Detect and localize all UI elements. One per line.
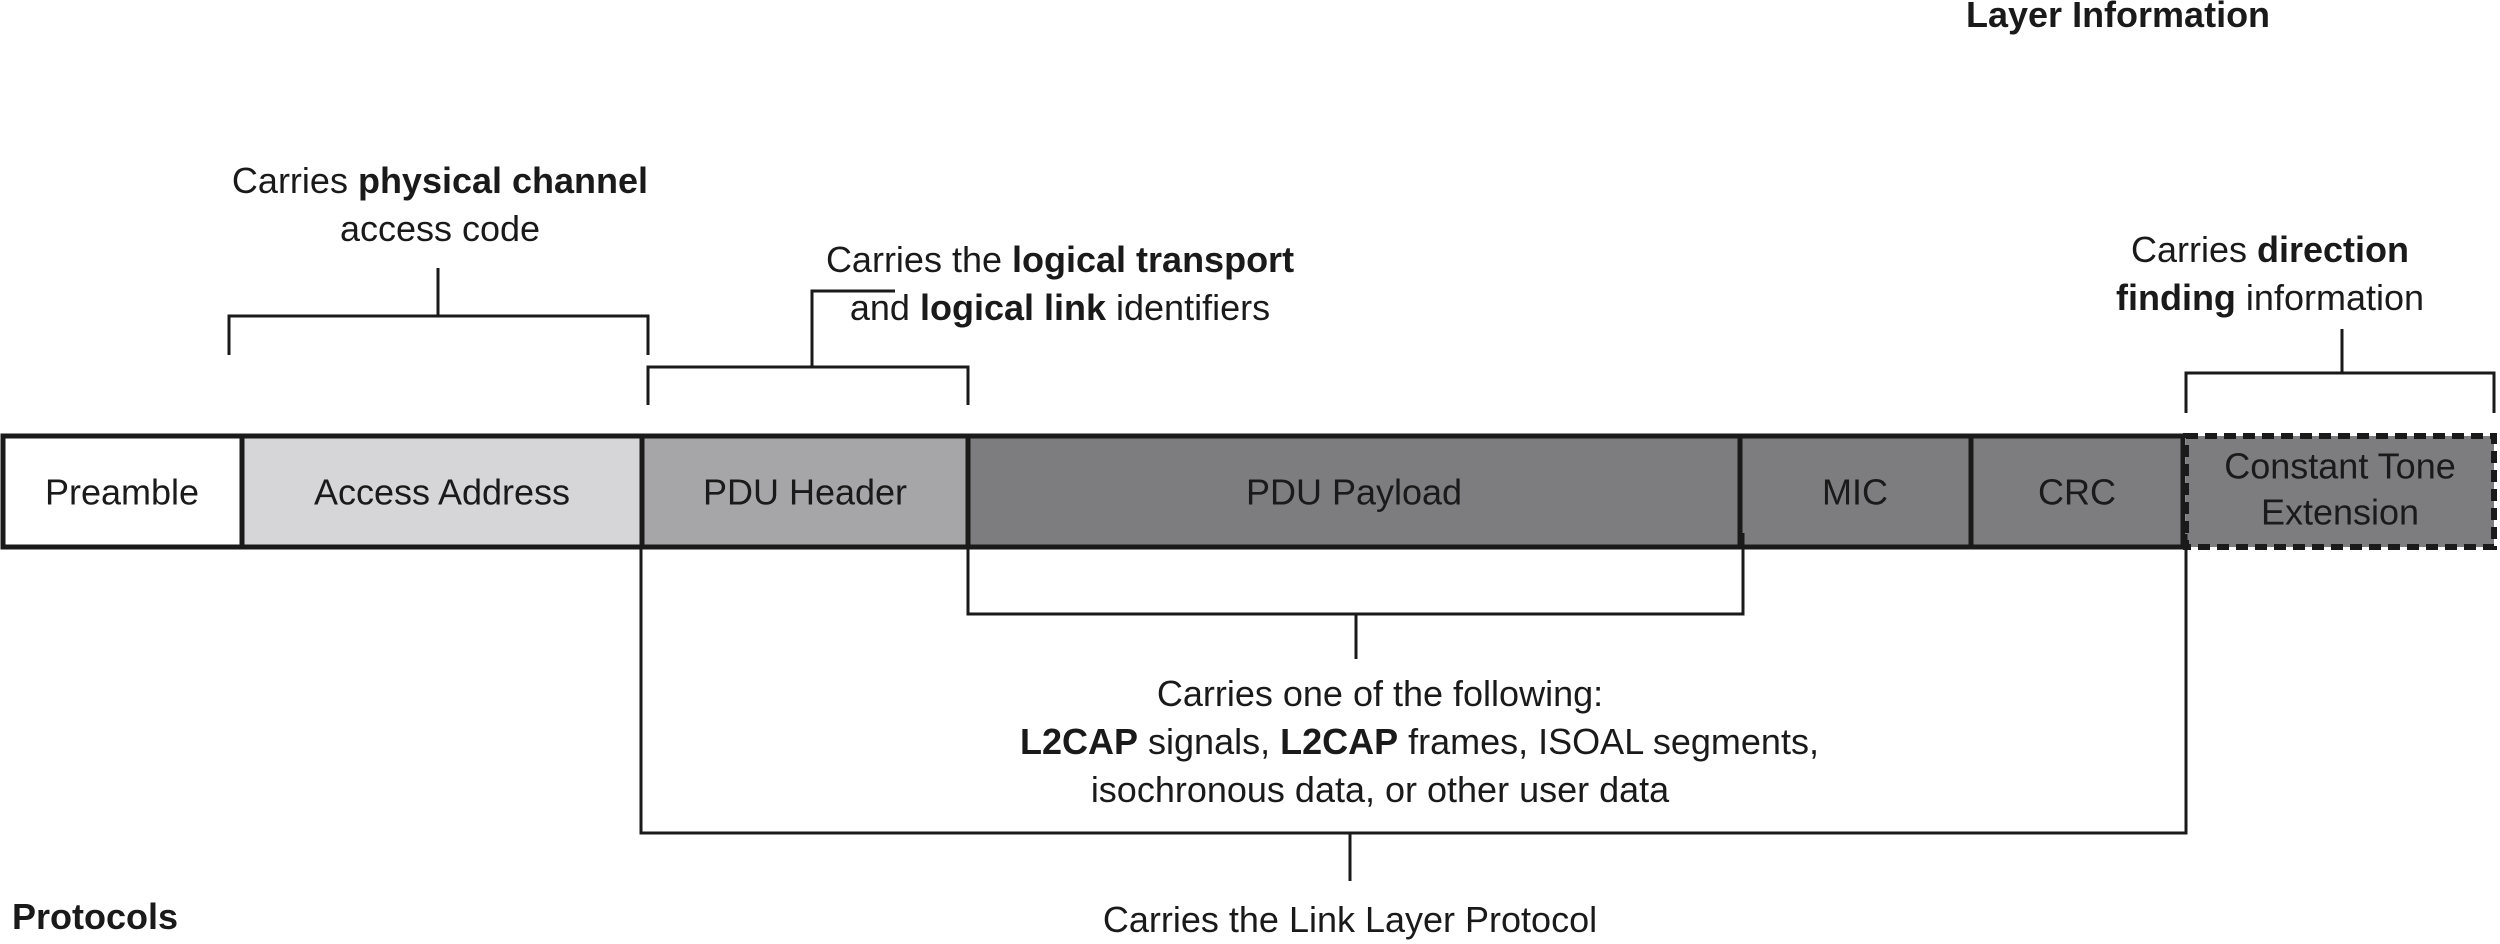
brackets	[227, 268, 2496, 881]
field-access-address-label: Access Address	[314, 472, 570, 513]
annotation-direction-finding-line1: Carries direction	[2130, 229, 2410, 270]
field-cte-label-line1: Constant Tone	[2224, 446, 2456, 487]
heading-protocols: Protocols	[12, 896, 179, 937]
field-crc-box	[1968, 433, 2186, 550]
annotation-payload: Carries one of the following: L2CAP sign…	[1020, 670, 1819, 814]
annotation-logical-transport-line1: Carries the logical transport	[825, 239, 1295, 280]
annotation-direction-finding-line2: finding information	[2115, 277, 2425, 318]
annotation-payload-line2: L2CAP signals, L2CAP frames, ISOAL segme…	[1020, 721, 1819, 762]
field-pdu-payload-box	[965, 433, 1743, 550]
annotation-physical-channel-line1: Carries physical channel	[231, 160, 649, 201]
bracket-direction-finding	[2184, 329, 2496, 413]
field-crc-label: CRC	[2038, 472, 2116, 513]
annotation-physical-channel: Carries physical channel access code	[140, 157, 740, 253]
field-preamble-box	[0, 433, 245, 550]
field-mic-label: MIC	[1822, 472, 1888, 513]
bracket-link-layer	[639, 534, 2188, 881]
field-cte-box	[2183, 433, 2497, 550]
field-mic-box	[1737, 433, 1974, 550]
annotation-payload-line1: Carries one of the following:	[1156, 673, 1604, 714]
annotation-link-layer: Carries the Link Layer Protocol	[1102, 899, 1598, 940]
field-access-address-box	[239, 433, 645, 550]
field-pdu-header-label: PDU Header	[703, 472, 907, 513]
annotation-direction-finding: Carries direction finding information	[2060, 226, 2480, 322]
annotation-logical-transport-line2: and logical link identifiers	[849, 287, 1271, 328]
field-cte-label-line2: Extension	[2261, 492, 2419, 533]
annotation-physical-channel-line2: access code	[339, 208, 541, 249]
annotation-payload-line3: isochronous data, or other user data	[1090, 769, 1670, 810]
packet-fields: Preamble Access Address PDU Header PDU P…	[0, 433, 2497, 550]
bracket-payload	[966, 533, 1745, 659]
field-preamble-label: Preamble	[45, 472, 199, 513]
field-pdu-payload-label: PDU Payload	[1246, 472, 1462, 513]
bracket-logical-transport	[646, 289, 970, 405]
annotation-logical-transport: Carries the logical transport and logica…	[780, 236, 1340, 332]
bracket-physical-channel	[227, 268, 650, 355]
heading-layer-information: Layer Information	[1966, 0, 2271, 35]
